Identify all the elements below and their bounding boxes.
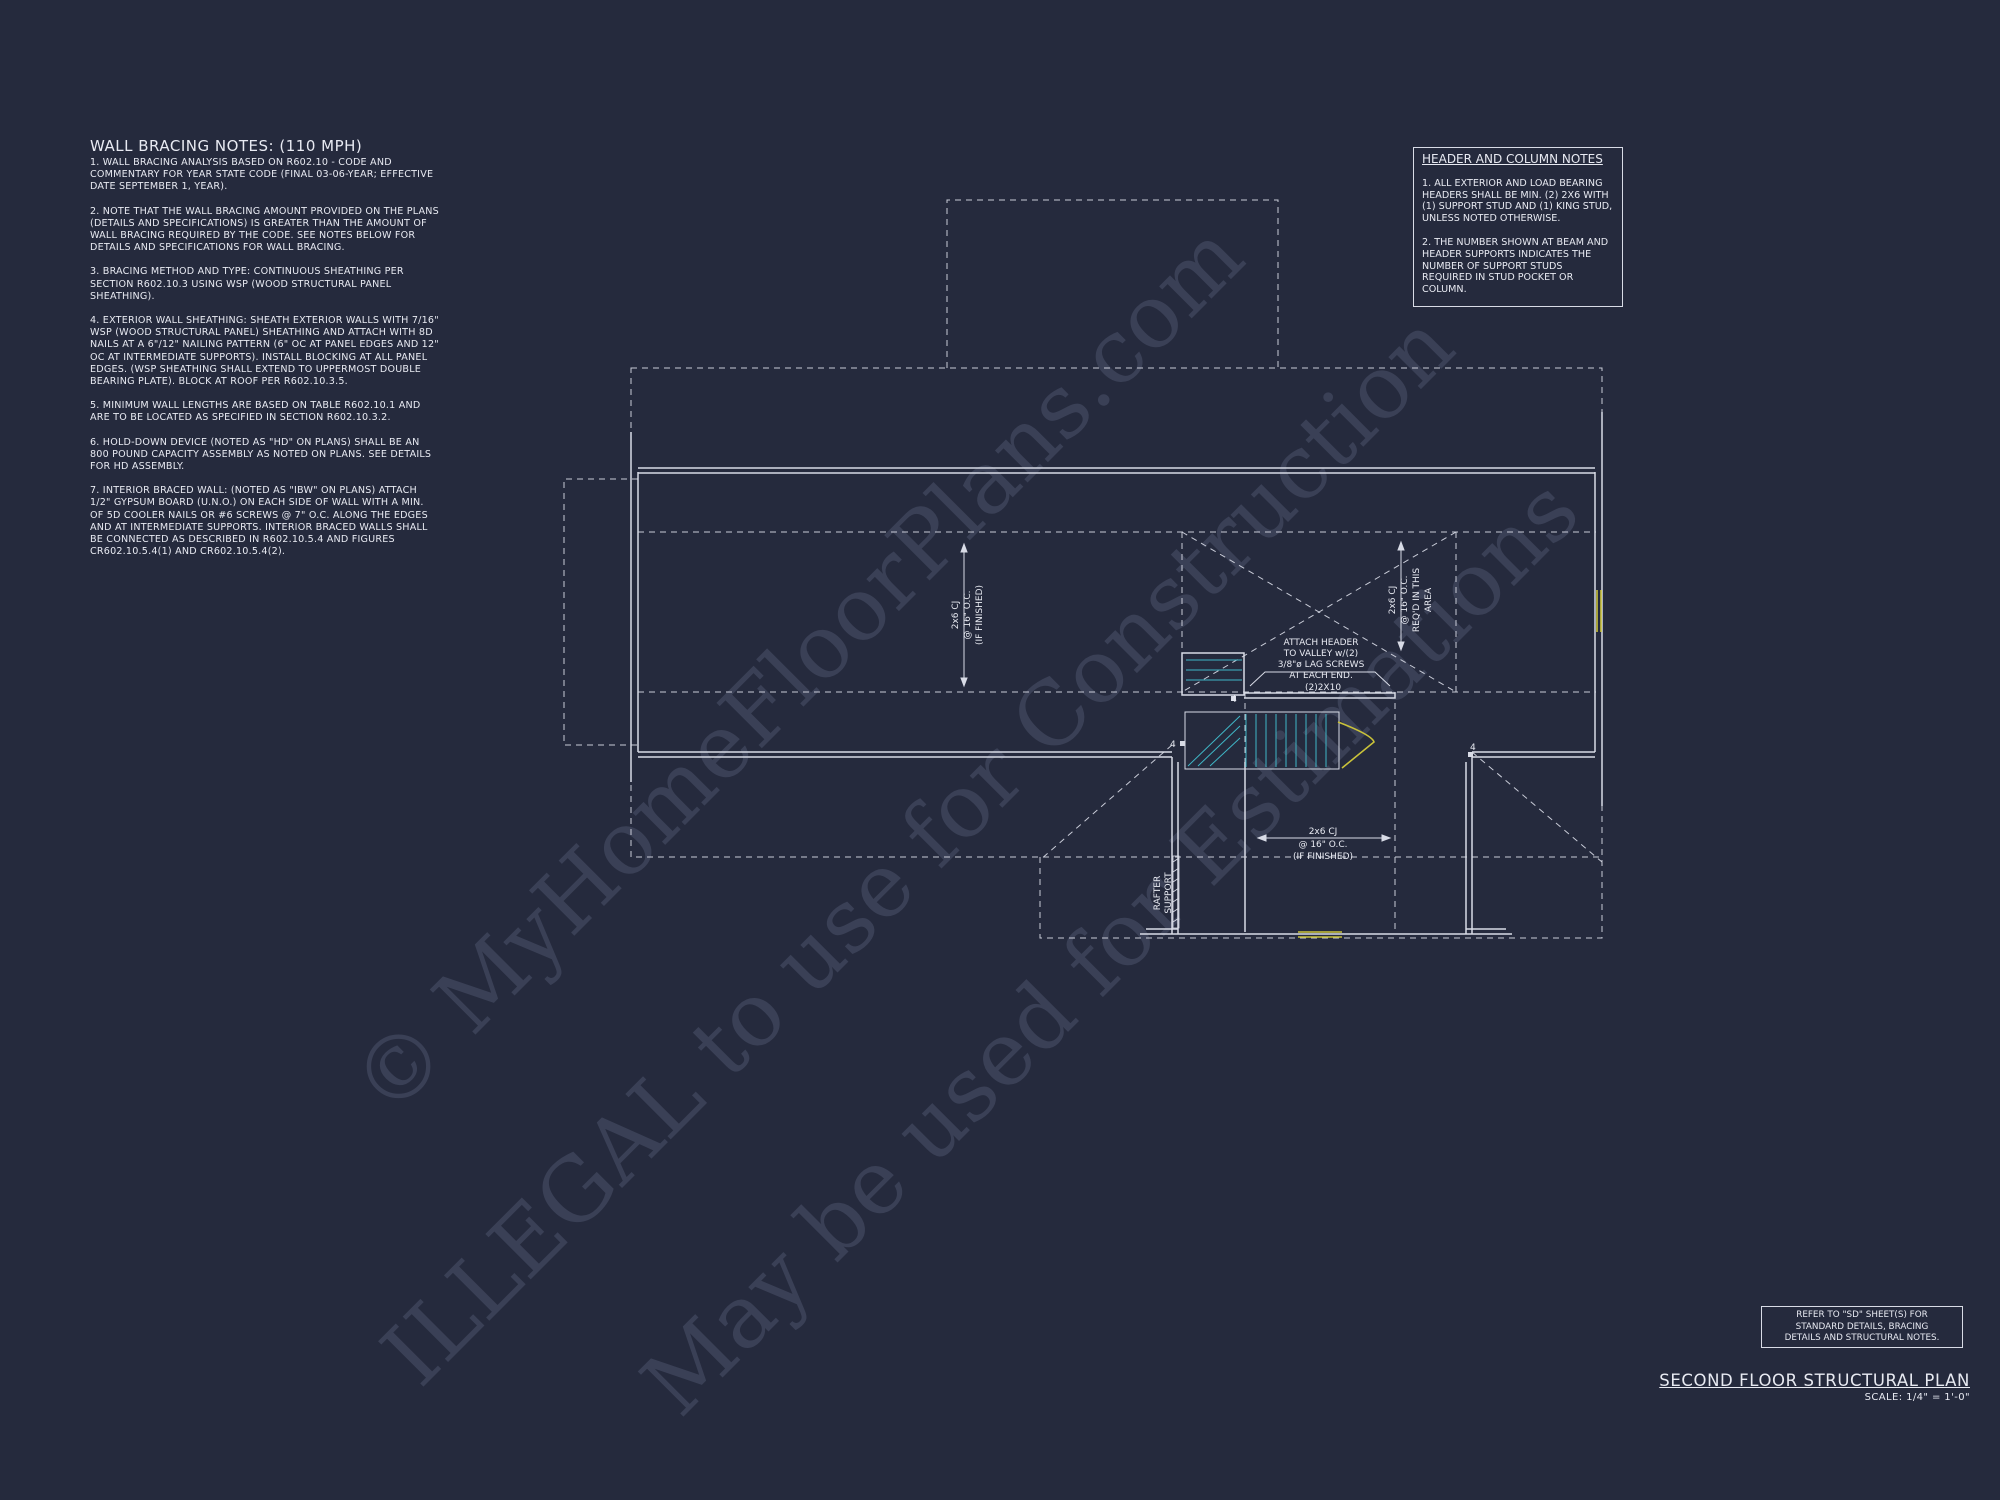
header-column-note-2: 2. THE NUMBER SHOWN AT BEAM AND HEADER S… (1422, 236, 1609, 296)
plan-labels: 2x6 CJ @ 16" O.C. (IF FINISHED) 2x6 CJ @… (951, 568, 1476, 914)
wall-bracing-note-6: 6. HOLD-DOWN DEVICE (NOTED AS "HD" ON PL… (90, 436, 432, 473)
header-column-title: HEADER AND COLUMN NOTES (1422, 152, 1603, 166)
label-attach-header: ATTACH HEADER TO VALLEY w/(2) 3/8"ø LAG … (1278, 638, 1365, 681)
stair-landing (1181, 652, 1245, 696)
wall-bracing-note-7: 7. INTERIOR BRACED WALL: (NOTED AS "IBW"… (90, 485, 428, 558)
refer-line-2: STANDARD DETAILS, BRACING (1795, 1321, 1929, 1332)
svg-text:2x6 CJ: 2x6 CJ (951, 601, 961, 630)
svg-text:AREA: AREA (1424, 587, 1434, 612)
header-column-note-1: 1. ALL EXTERIOR AND LOAD BEARING HEADERS… (1422, 177, 1613, 225)
label-stud-count-1: 4 (1170, 740, 1176, 750)
svg-text:RAFTER: RAFTER (1153, 876, 1163, 911)
wall-bracing-note-2: 2. NOTE THAT THE WALL BRACING AMOUNT PRO… (90, 205, 439, 254)
label-stud-count-2: 4 (1231, 695, 1237, 705)
stair-winder-2 (1197, 725, 1241, 767)
walls (630, 412, 1603, 935)
support-markers (1180, 696, 1473, 757)
svg-text:AT EACH END.: AT EACH END. (1289, 671, 1353, 681)
label-stud-count-3: 4 (1470, 743, 1476, 753)
wall-bracing-note-3: 3. BRACING METHOD AND TYPE: CONTINUOUS S… (90, 266, 404, 302)
support-marker-1 (1180, 741, 1185, 746)
svg-text:2x6 CJ: 2x6 CJ (1309, 827, 1338, 837)
wall-bracing-note-5: 5. MINIMUM WALL LENGTHS ARE BASED ON TAB… (90, 400, 421, 424)
header-2x10 (1244, 692, 1396, 699)
support-marker-3 (1468, 752, 1473, 757)
svg-text:@ 16" O.C.: @ 16" O.C. (1400, 575, 1410, 624)
stairs (1184, 659, 1340, 770)
watermark: © MyHomeFloorPlans.com ILLEGAL to use fo… (332, 204, 1598, 1435)
dashed-left-bump (563, 478, 638, 746)
svg-text:(IF FINISHED): (IF FINISHED) (1293, 852, 1353, 862)
plan-title: SECOND FLOOR STRUCTURAL PLAN (1659, 1371, 1970, 1390)
svg-text:SUPPORT: SUPPORT (1164, 872, 1174, 914)
dashed-cross-2 (1181, 531, 1457, 693)
label-cj-left: 2x6 CJ @ 16" O.C. (IF FINISHED) (951, 585, 985, 645)
span-arrows (960, 540, 1405, 842)
wall-bracing-notes: WALL BRACING NOTES: (110 MPH) 1. WALL BR… (90, 137, 440, 570)
svg-text:@ 16" O.C.: @ 16" O.C. (1298, 840, 1347, 850)
refer-line-3: DETAILS AND STRUCTURAL NOTES. (1784, 1333, 1940, 1343)
label-cj-right: 2x6 CJ @ 16" O.C. REQ'D IN THIS AREA (1388, 568, 1434, 632)
wall-bracing-title: WALL BRACING NOTES: (110 MPH) (90, 137, 363, 155)
support-marker-2 (1231, 696, 1236, 701)
dashed-upper-bump (946, 199, 1279, 368)
svg-text:@ 16" O.C.: @ 16" O.C. (963, 590, 973, 639)
plan-scale: SCALE: 1/4" = 1'-0" (1864, 1392, 1970, 1403)
label-header-size: (2)2X10 (1305, 683, 1341, 693)
stair-winder-3 (1209, 737, 1241, 767)
wall-bracing-note-4: 4. EXTERIOR WALL SHEATHING: SHEATH EXTER… (90, 315, 439, 388)
dashed-lower-bump (1039, 857, 1603, 939)
svg-text:3/8"ø LAG SCREWS: 3/8"ø LAG SCREWS (1278, 660, 1365, 670)
svg-text:2x6 CJ: 2x6 CJ (1388, 586, 1398, 615)
dashed-hip-right (1471, 751, 1603, 863)
header-column-notes: HEADER AND COLUMN NOTES 1. ALL EXTERIOR … (1413, 147, 1623, 307)
stair-run-outline (1184, 711, 1340, 770)
svg-text:ATTACH HEADER: ATTACH HEADER (1284, 638, 1359, 648)
rafter-support-hatch (1172, 855, 1180, 929)
stair-door-swing (1337, 721, 1375, 769)
label-rafter-support: RAFTER SUPPORT (1153, 872, 1174, 914)
svg-text:REQ'D IN THIS: REQ'D IN THIS (1412, 568, 1422, 632)
attach-header-leader (1249, 671, 1391, 687)
dashed-hip-left (1039, 744, 1173, 861)
wall-bracing-note-1: 1. WALL BRACING ANALYSIS BASED ON R602.1… (90, 157, 434, 193)
refer-sd-note: REFER TO "SD" SHEET(S) FOR STANDARD DETA… (1761, 1306, 1963, 1348)
yellow-markers (1298, 590, 1602, 938)
svg-text:(IF FINISHED): (IF FINISHED) (975, 585, 985, 645)
label-cj-bottom: 2x6 CJ @ 16" O.C. (IF FINISHED) (1293, 827, 1353, 862)
refer-line-1: REFER TO "SD" SHEET(S) FOR (1796, 1310, 1928, 1320)
stair-winder-1 (1187, 715, 1241, 767)
svg-text:TO VALLEY w/(2): TO VALLEY w/(2) (1283, 649, 1358, 659)
